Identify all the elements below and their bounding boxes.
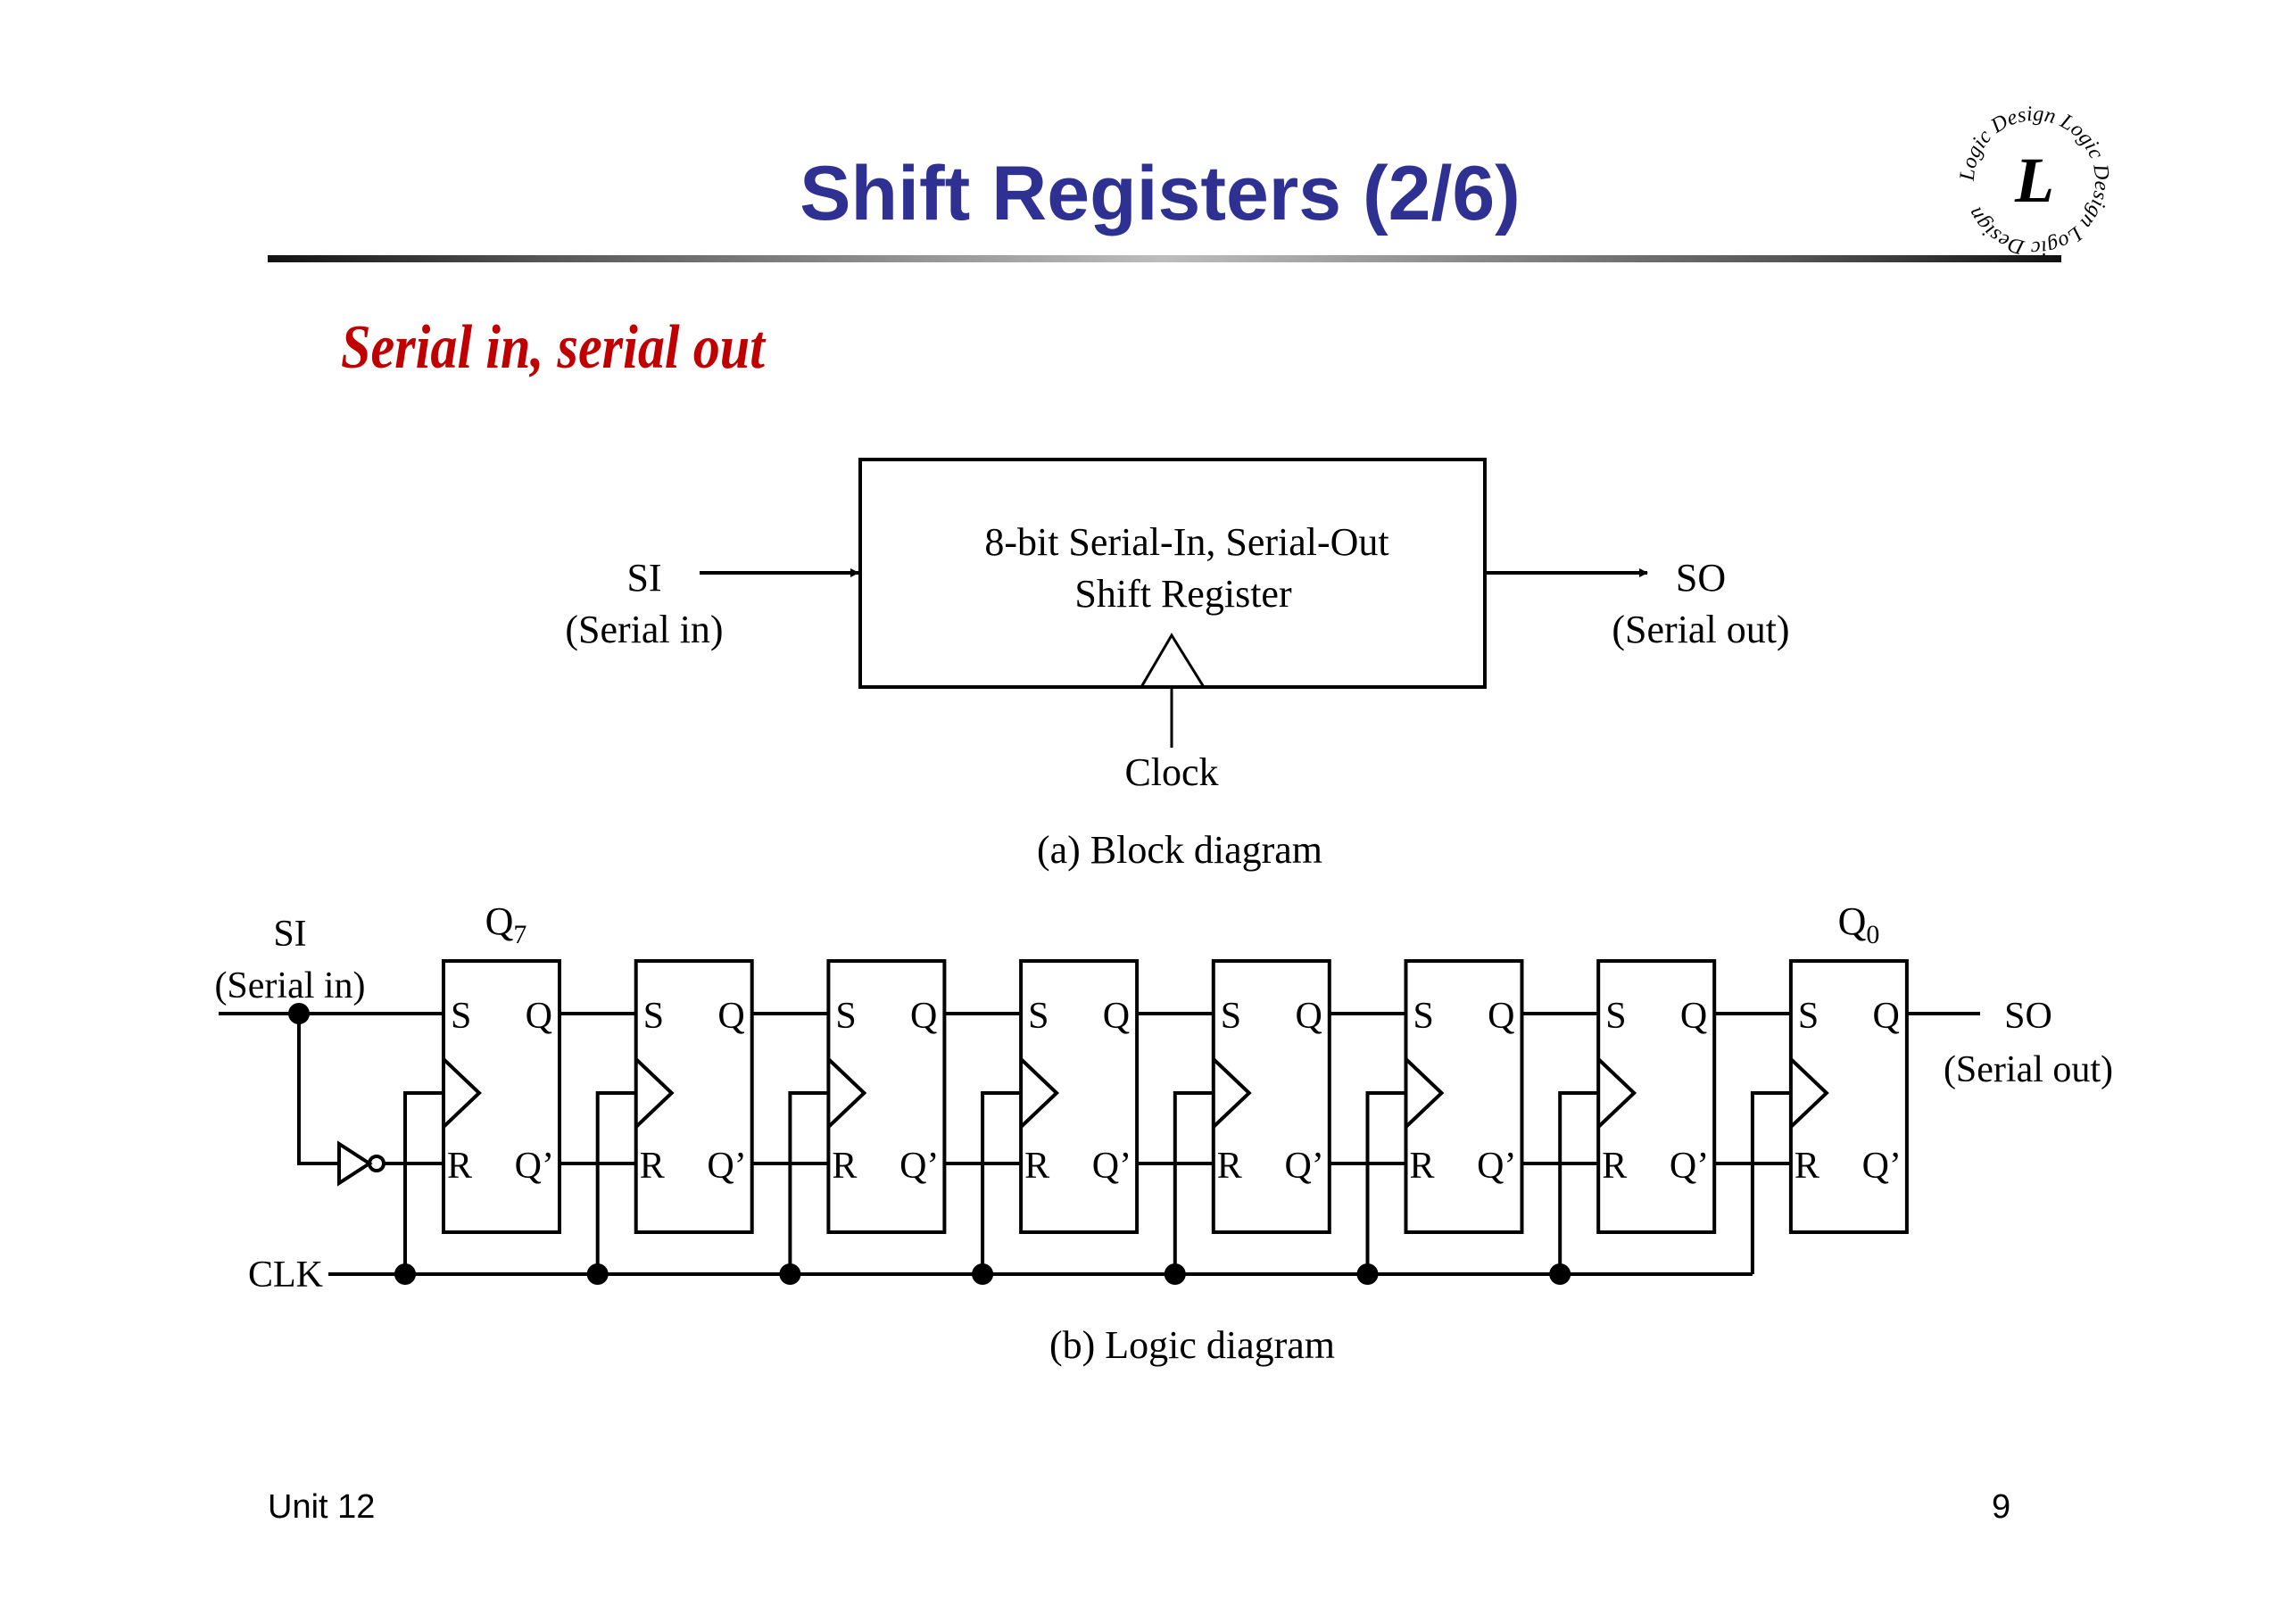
clock-tap-wire	[1558, 1091, 1599, 1274]
pin-qbar-label: Q’	[1092, 1146, 1131, 1187]
logic-so-desc: (Serial out)	[1944, 1049, 2113, 1090]
pin-q-label: Q	[1680, 996, 1707, 1037]
logic-si-label: SI	[273, 914, 306, 955]
pin-q-label: Q	[717, 996, 744, 1037]
logic-si-desc: (Serial in)	[214, 965, 365, 1006]
block-so-desc: (Serial out)	[1612, 608, 1789, 651]
flip-flop-box	[1596, 959, 1717, 1234]
clock-tap-wire	[595, 1091, 636, 1274]
clk-junction-dot	[1356, 1263, 1379, 1285]
flip-flop-box	[1019, 959, 1140, 1234]
clock-tap-wire	[403, 1091, 443, 1274]
block-so-label: SO	[1676, 556, 1726, 600]
pin-s-label: S	[1221, 996, 1241, 1037]
pin-q-label: Q	[1295, 996, 1322, 1037]
clock-input-triangle-icon	[1596, 1057, 1637, 1129]
block-si-desc: (Serial in)	[565, 608, 723, 651]
flip-flop-box	[1404, 959, 1524, 1234]
pin-r-label: R	[1024, 1146, 1049, 1187]
clock-input-triangle-icon	[827, 1057, 867, 1129]
block-title-line2: Shift Register	[1074, 572, 1292, 616]
clock-input-triangle-icon	[1405, 1057, 1445, 1129]
clk-junction-dot	[586, 1263, 609, 1285]
clock-tap-wire	[1173, 1091, 1214, 1274]
flip-flop-box	[634, 959, 754, 1234]
clock-tap-wire	[1365, 1091, 1406, 1274]
pin-r-label: R	[1602, 1146, 1627, 1187]
pin-r-label: R	[640, 1146, 665, 1187]
pin-s-label: S	[1028, 996, 1049, 1037]
pin-qbar-label: Q’	[515, 1146, 554, 1187]
pin-s-label: S	[1605, 996, 1626, 1037]
si-to-inverter-wire	[297, 1014, 339, 1165]
inverter-icon	[337, 1140, 373, 1187]
footer-unit: Unit 12	[268, 1488, 376, 1526]
block-title-line1: 8-bit Serial-In, Serial-Out	[984, 520, 1388, 564]
block-si-label: SI	[626, 556, 661, 600]
pin-s-label: S	[1798, 996, 1819, 1037]
pin-r-label: R	[832, 1146, 857, 1187]
logo-letter: L	[2014, 145, 2054, 216]
page-number: 9	[1992, 1488, 2011, 1526]
clock-input-triangle-icon	[634, 1057, 675, 1129]
q7-label: Q7	[485, 899, 527, 949]
clock-input-triangle-icon	[1789, 1057, 1829, 1129]
pin-r-label: R	[447, 1146, 472, 1187]
clk-junction-dot	[779, 1263, 801, 1285]
clk-junction-dot	[394, 1263, 416, 1285]
flip-flop-box	[442, 959, 561, 1234]
pin-qbar-label: Q’	[1477, 1146, 1516, 1187]
q0-label: Q0	[1838, 899, 1880, 949]
pin-qbar-label: Q’	[899, 1146, 939, 1187]
logic-diagram-caption: (b) Logic diagram	[1049, 1323, 1335, 1367]
block-diagram-caption: (a) Block diagram	[1037, 828, 1322, 872]
clock-tap-wire	[788, 1091, 829, 1274]
flip-flop-box	[826, 959, 947, 1234]
pin-q-label: Q	[1873, 996, 1900, 1037]
clk-junction-dot	[972, 1263, 994, 1285]
section-heading: Serial in, serial out	[341, 313, 766, 382]
pin-s-label: S	[835, 996, 856, 1037]
flip-flop-box	[1788, 959, 1909, 1234]
pin-r-label: R	[1217, 1146, 1242, 1187]
clk-junction-dot	[1549, 1263, 1571, 1285]
logic-clk-label: CLK	[248, 1255, 323, 1296]
clock-input-triangle-icon	[1212, 1057, 1252, 1129]
logic-design-logo-icon: Logic Design Logic Design Logic Design L	[1956, 105, 2114, 257]
block-clock-label: Clock	[1124, 750, 1218, 794]
slide-title: Shift Registers (2/6)	[800, 151, 1521, 236]
logic-diagram: SI (Serial in) CLK Q7 Q0 SO (Serial out)…	[214, 899, 2113, 1367]
pin-r-label: R	[1410, 1146, 1435, 1187]
block-clock-triangle-icon	[1140, 633, 1206, 688]
logic-so-label: SO	[2004, 996, 2052, 1037]
pin-r-label: R	[1795, 1146, 1819, 1187]
pin-q-label: Q	[1488, 996, 1514, 1037]
pin-q-label: Q	[910, 996, 937, 1037]
title-divider	[268, 255, 2061, 262]
flip-flop-box	[1211, 959, 1331, 1234]
block-diagram: 8-bit Serial-In, Serial-Out Shift Regist…	[565, 458, 1790, 872]
pin-q-label: Q	[526, 996, 552, 1037]
pin-s-label: S	[451, 996, 471, 1037]
clock-tap-wire	[1750, 1091, 1791, 1274]
pin-qbar-label: Q’	[1284, 1146, 1323, 1187]
clk-junction-dot	[1164, 1263, 1186, 1285]
clock-tap-wire	[981, 1091, 1022, 1274]
pin-s-label: S	[1413, 996, 1434, 1037]
pin-qbar-label: Q’	[1862, 1146, 1902, 1187]
pin-q-label: Q	[1103, 996, 1130, 1037]
pin-qbar-label: Q’	[707, 1146, 746, 1187]
clock-input-triangle-icon	[1019, 1057, 1060, 1129]
pin-qbar-label: Q’	[1670, 1146, 1709, 1187]
clock-input-triangle-icon	[442, 1057, 482, 1129]
pin-s-label: S	[643, 996, 664, 1037]
